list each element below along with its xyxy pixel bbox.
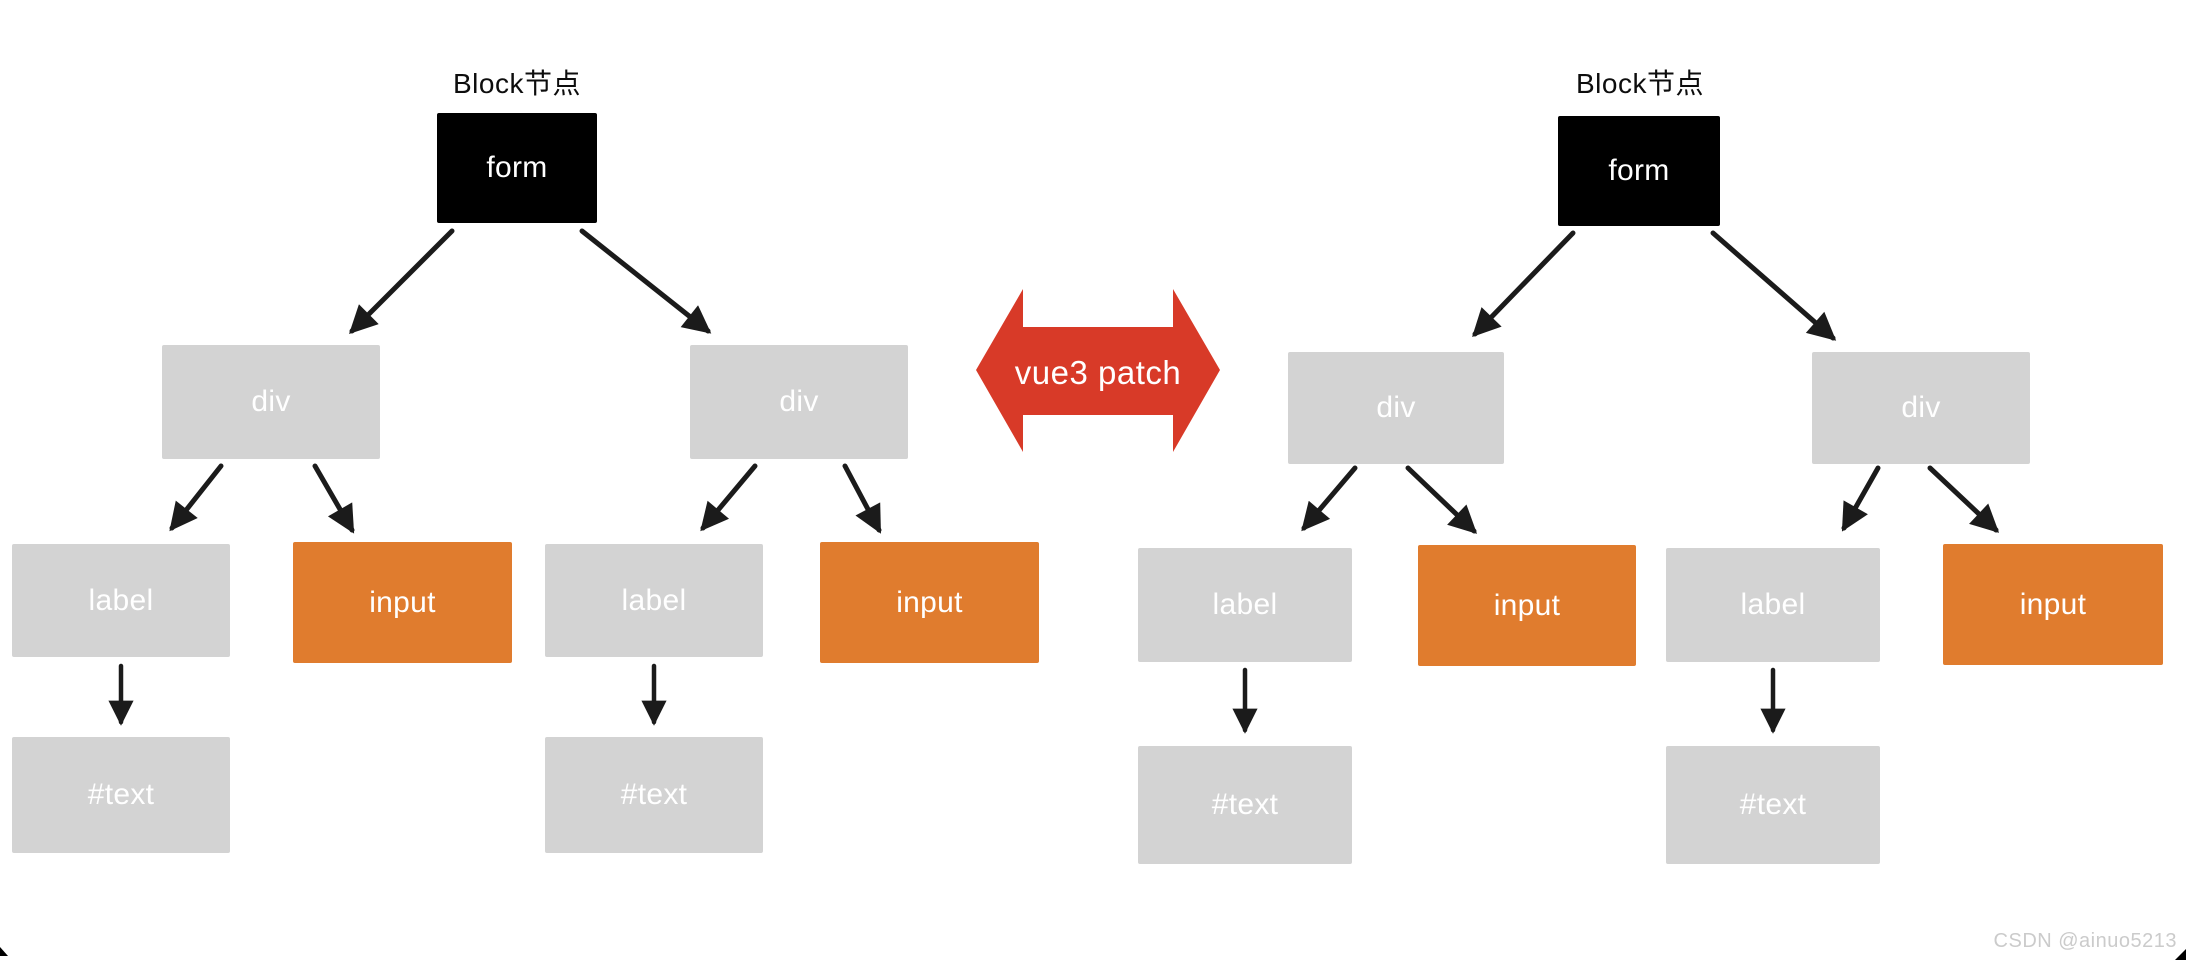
- right-text-2-node: #text: [1666, 746, 1880, 864]
- left-div-1-node: div: [162, 345, 380, 459]
- left-form-node: form: [437, 113, 597, 223]
- right-edge-1: [1472, 230, 1576, 338]
- left-text-1-node: #text: [12, 737, 230, 853]
- vue3-patch-arrow: vue3 patch: [976, 289, 1220, 455]
- left-input-1-node: input: [293, 542, 512, 663]
- right-edge-3: [1301, 465, 1358, 532]
- corner-artifact-right: [2175, 949, 2186, 960]
- double-headed-arrow-icon: [976, 289, 1220, 452]
- left-edge-1: [349, 228, 455, 334]
- right-form-node: form: [1558, 116, 1720, 226]
- watermark: CSDN @ainuo5213: [1993, 930, 2177, 952]
- right-edge-6: [1927, 465, 2000, 533]
- patch-arrow-label: vue3 patch: [1014, 354, 1182, 391]
- corner-artifact-left: [0, 947, 8, 956]
- left-edge-2: [579, 228, 712, 334]
- right-tree-heading: Block节点: [1576, 68, 1704, 99]
- left-edge-6: [842, 463, 882, 534]
- left-text-2-node: #text: [545, 737, 763, 853]
- left-edge-5: [700, 463, 758, 532]
- right-div-1-node: div: [1288, 352, 1504, 464]
- left-edge-4: [312, 463, 355, 534]
- right-edge-4: [1405, 465, 1478, 534]
- left-div-2-node: div: [690, 345, 908, 459]
- left-tree-heading: Block节点: [453, 68, 581, 99]
- left-input-2-node: input: [820, 542, 1039, 663]
- right-input-1-node: input: [1418, 545, 1636, 666]
- right-div-2-node: div: [1812, 352, 2030, 464]
- right-label-1-node: label: [1138, 548, 1352, 662]
- right-input-2-node: input: [1943, 544, 2163, 665]
- right-text-1-node: #text: [1138, 746, 1352, 864]
- left-label-1-node: label: [12, 544, 230, 657]
- left-label-2-node: label: [545, 544, 763, 657]
- left-edge-3: [169, 463, 224, 532]
- right-edge-5: [1841, 465, 1881, 532]
- right-edge-2: [1710, 230, 1837, 341]
- right-label-2-node: label: [1666, 548, 1880, 662]
